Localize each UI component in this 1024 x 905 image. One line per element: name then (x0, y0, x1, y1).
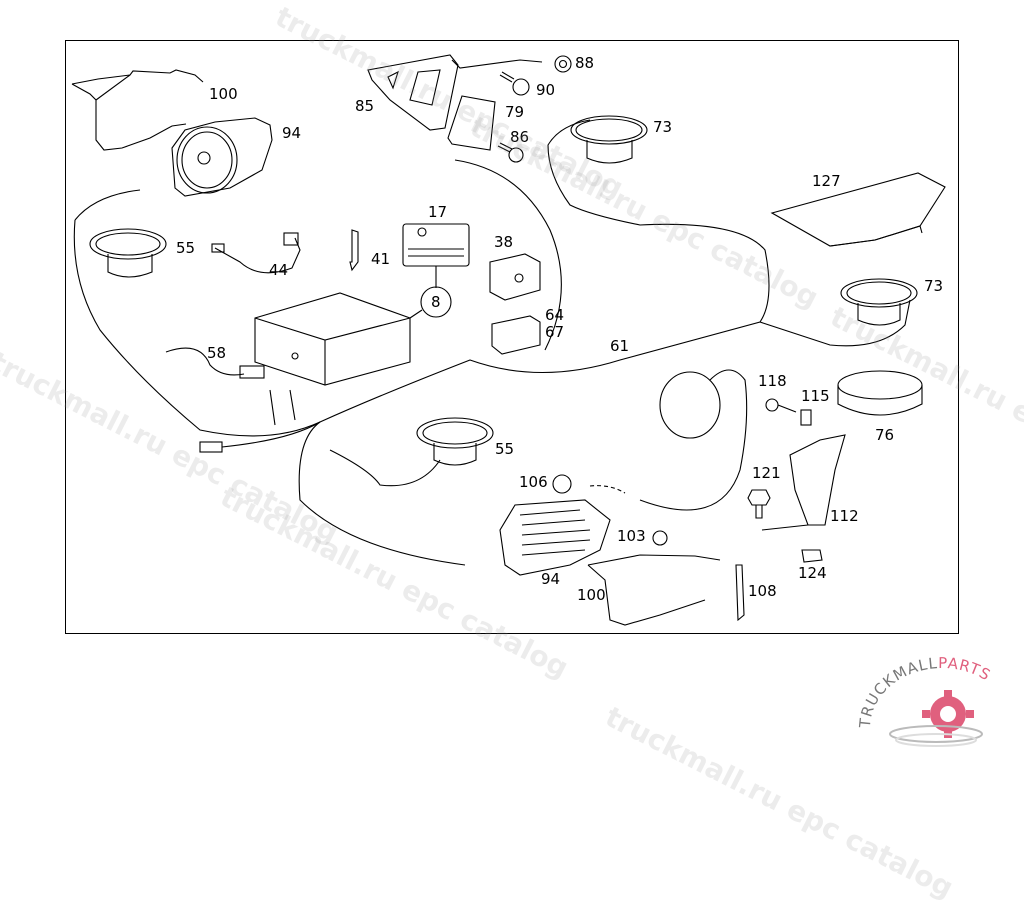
callout-55-bottom: 55 (495, 440, 515, 458)
clip-41 (349, 229, 359, 272)
callout-61: 61 (610, 337, 630, 355)
bolt-121 (747, 489, 771, 519)
grommet-103 (652, 530, 668, 546)
harness-61 (73, 119, 770, 437)
callout-100-top: 100 (209, 85, 238, 103)
bracket-85 (367, 54, 543, 131)
speaker-housing-94-bottom (499, 499, 611, 576)
speaker-73-right (840, 278, 918, 326)
cable-44 (214, 237, 301, 274)
logo-text-dark: TRUCKMALL (858, 654, 939, 729)
strip-108 (735, 564, 745, 622)
callout-94-bottom: 94 (541, 570, 561, 588)
bolt-90 (499, 71, 530, 96)
clip-115 (800, 409, 812, 426)
speaker-housing-94-top (171, 117, 273, 197)
callout-55-left: 55 (176, 239, 196, 257)
callout-58: 58 (207, 344, 227, 362)
callout-17: 17 (428, 203, 448, 221)
callout-90: 90 (536, 81, 556, 99)
speaker-73-top (570, 115, 648, 164)
bolt-86 (497, 142, 524, 163)
callout-115: 115 (801, 387, 830, 405)
logo-text-accent: PARTS (938, 654, 994, 685)
label-card-17 (402, 223, 470, 318)
callout-8: 8 (431, 293, 441, 311)
callout-64: 64 (545, 306, 565, 324)
callout-85: 85 (355, 97, 375, 115)
callout-124: 124 (798, 564, 827, 582)
callout-100-bottom: 100 (577, 586, 606, 604)
ring-76 (837, 370, 923, 416)
svg-text:TRUCKMALLPARTS: TRUCKMALLPARTS (858, 654, 994, 729)
nut-124 (801, 549, 823, 563)
parts-diagram (71, 54, 946, 626)
connector-64-67 (491, 315, 541, 355)
callout-67: 67 (545, 323, 565, 341)
callout-118: 118 (758, 372, 787, 390)
grommet-cover (639, 369, 748, 511)
callout-106: 106 (519, 473, 548, 491)
diagram-frame (65, 40, 959, 634)
callout-86: 86 (510, 128, 530, 146)
callout-121: 121 (752, 464, 781, 482)
switch-38 (489, 253, 541, 301)
gear-icon (922, 690, 974, 738)
grommet-106 (552, 474, 572, 494)
speaker-55-bottom (416, 417, 494, 466)
callout-103: 103 (617, 527, 646, 545)
callout-38: 38 (494, 233, 514, 251)
bracket-100-top (71, 69, 204, 151)
panel-127 (770, 172, 946, 247)
cable-58 (165, 347, 245, 376)
callout-73-top: 73 (653, 118, 673, 136)
speaker-55-left (89, 228, 167, 278)
callout-76: 76 (875, 426, 895, 444)
callout-94-top: 94 (282, 124, 302, 142)
callout-73-right: 73 (924, 277, 944, 295)
callout-79: 79 (505, 103, 525, 121)
bracket-112 (789, 434, 846, 526)
callout-112: 112 (830, 507, 859, 525)
truckmall-parts-logo: TRUCKMALLPARTS (856, 648, 1024, 750)
module-79 (447, 95, 496, 151)
callout-108: 108 (748, 582, 777, 600)
callout-44: 44 (269, 261, 289, 279)
callout-127: 127 (812, 172, 841, 190)
screw-118 (765, 398, 779, 412)
nut-88 (554, 55, 572, 73)
bracket-100-bottom (587, 554, 721, 626)
callout-88: 88 (575, 54, 595, 72)
radio-unit-8 (254, 292, 423, 386)
callout-41: 41 (371, 250, 391, 268)
